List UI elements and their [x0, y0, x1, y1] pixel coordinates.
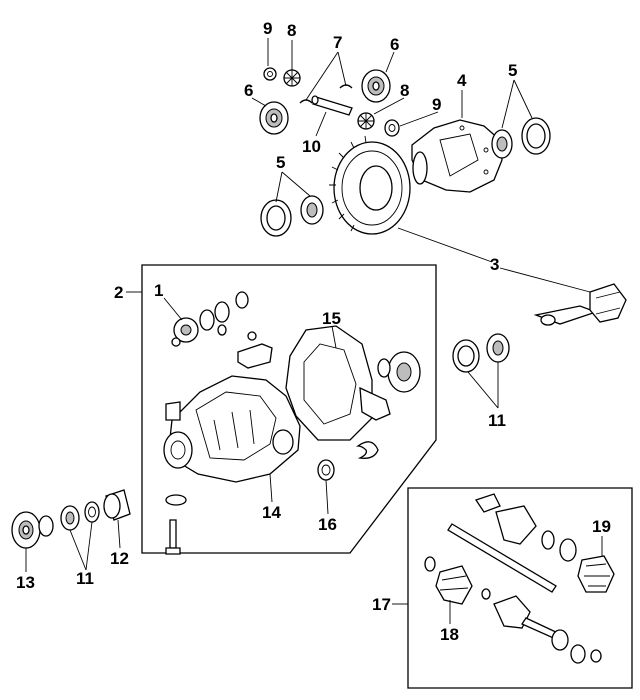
callout-6-left: 6 [244, 81, 253, 100]
cv-shaft-upper [447, 493, 577, 593]
leader-lines [25, 38, 603, 624]
bolt [165, 519, 181, 555]
callout-9-right: 9 [432, 95, 441, 114]
bearing-11-left-race [84, 501, 100, 523]
callout-7: 7 [333, 33, 342, 52]
callout-14: 14 [262, 503, 281, 522]
carrier-housing-14 [163, 375, 301, 483]
thrust-washer-9-left [263, 67, 277, 81]
housing-group-box [141, 264, 437, 554]
ring-gear-3 [329, 135, 411, 235]
axle-flange-13 [11, 511, 54, 549]
callout-11-left: 11 [76, 569, 94, 588]
differential-case-4 [411, 119, 503, 193]
callout-13: 13 [16, 573, 35, 592]
callout-15: 15 [322, 309, 341, 328]
callout-1: 1 [154, 281, 163, 300]
mount-bracket [237, 331, 273, 369]
callout-3: 3 [490, 255, 499, 274]
seal-and-bearing-stack [199, 291, 249, 336]
pinion-shaft-10 [311, 95, 353, 116]
callout-5-top: 5 [508, 61, 517, 80]
callout-5-left: 5 [276, 153, 285, 172]
callout-16: 16 [318, 515, 337, 534]
rear-cover-15 [285, 325, 391, 441]
collar-12 [103, 489, 131, 521]
bearing-11-left-inner [60, 505, 80, 531]
pinion-gear-8-right [357, 112, 375, 130]
callout-12: 12 [110, 549, 129, 568]
bearing-race-5-top-outer [521, 117, 551, 155]
clip-7-a [299, 99, 313, 104]
axle-seal-16 [317, 459, 335, 481]
callout-9-top-left: 9 [263, 19, 272, 38]
c-clip [355, 441, 379, 459]
vent-plug [165, 401, 181, 421]
thrust-washer-9-right [384, 119, 400, 137]
bearing-race-11-right [452, 339, 480, 373]
bearing-5-left-inner [300, 195, 324, 225]
bearing-5-left [260, 199, 292, 237]
callout-11-right: 11 [488, 411, 506, 430]
callout-19: 19 [592, 517, 611, 536]
bearing-5-top-inner [491, 129, 513, 159]
side-gear-6-left [259, 101, 289, 135]
boot-18 [424, 556, 473, 605]
callout-17: 17 [372, 595, 391, 614]
pinion-gear-8-left [283, 69, 301, 87]
side-gear-6-right [361, 69, 391, 103]
cv-shaft-lower [481, 588, 602, 664]
drive-pinion-3 [533, 283, 627, 326]
callout-4: 4 [457, 71, 467, 90]
callout-8-top-left: 8 [287, 21, 296, 40]
callout-8-right: 8 [400, 81, 409, 100]
callout-18: 18 [440, 625, 459, 644]
callout-10: 10 [302, 137, 321, 156]
callout-2: 2 [114, 283, 123, 302]
axle-shaft-group-box [407, 487, 633, 689]
pinion-flange-1 [171, 317, 199, 347]
pinion-bearing-11-right [486, 333, 510, 363]
differential-carrier-assembly [377, 351, 421, 393]
callout-6-right: 6 [390, 35, 399, 54]
mount-bushing [165, 494, 187, 506]
boot-19 [577, 555, 615, 593]
